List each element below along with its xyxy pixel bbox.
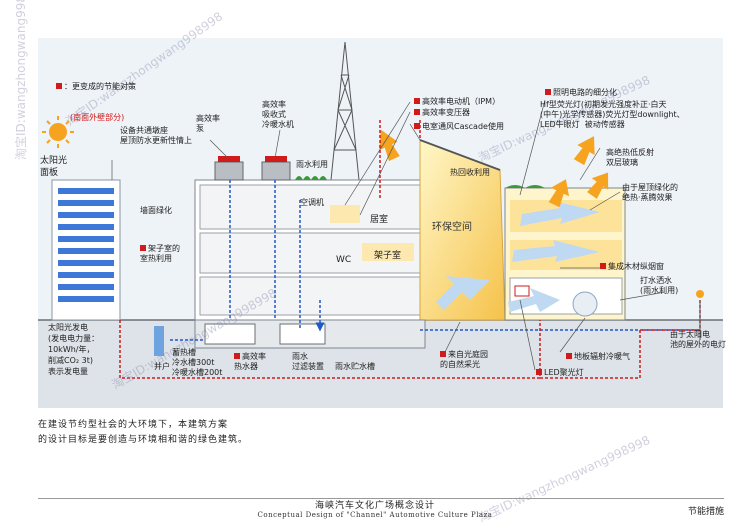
main-building — [194, 156, 426, 321]
sprinkle-label: 打水洒水 (雨水利用) — [640, 276, 679, 295]
solar-panel-label: 太阳光 面板 — [40, 156, 68, 178]
legend-marker — [414, 109, 420, 115]
storage-tank-label: 蓄热槽 冷水槽300t 冷暖水槽200t — [172, 348, 223, 377]
living-room-label: 居室 — [370, 215, 389, 225]
louver-label: 集成木材纵烟窗 — [600, 262, 664, 272]
legend-marker — [545, 89, 551, 95]
motor-label: 高效率电动机（IPM） — [414, 97, 500, 107]
legend-marker — [566, 353, 572, 359]
legend-marker — [440, 351, 446, 357]
legend-marker — [600, 263, 606, 269]
pump-label: 高效率 泵 — [196, 114, 220, 133]
solar-facade-tower — [51, 179, 121, 321]
floor-cooling-label: 地板辐射冷暖气 — [566, 352, 630, 362]
atrium-heat-label: 架子室的 室热利用 — [140, 244, 180, 263]
legend-marker — [414, 123, 420, 129]
legend-marker — [414, 98, 420, 104]
callout-lines — [111, 99, 666, 371]
basement — [154, 319, 426, 356]
watermark: 淘宝ID:wangzhongwang998998 — [14, 0, 28, 160]
glass-label: 高绝热低反射 双层玻璃 — [606, 148, 654, 167]
footer-divider — [38, 498, 724, 499]
footer-section-label: 节能措施 — [687, 507, 724, 517]
absorption-chiller-label: 高效率 吸收式 冷暖水机 — [262, 100, 294, 129]
eco-space-label: 环保空间 — [432, 222, 472, 233]
caption-line-1: 在建设节约型社会的大环境下，本建筑方案 — [38, 420, 229, 430]
water-heater-label: 高效率 热水器 — [234, 352, 266, 371]
south-wall-label: (南面外壁部分) — [70, 113, 125, 122]
footer-subtitle: Conceptual Design of "Channel" Automotiv… — [257, 511, 493, 519]
rain-filter-label: 雨水 过滤装置 — [292, 352, 324, 371]
legend: ：更变成的节能对策 — [56, 82, 136, 92]
roof-shared-label: 设备共通墩座 屋顶防水更新性情上 — [120, 126, 192, 145]
solar-street-light — [696, 290, 704, 340]
legend-marker — [140, 245, 146, 251]
legend-marker — [234, 353, 240, 359]
pv-generation-label: 太阳光发电 (发电电力量： 10kWh/年， 削减CO₂ 3t) 表示发电量 — [48, 323, 100, 376]
cascade-label: 电室通风Cascade使用 — [414, 122, 504, 132]
aircon-label: 空调机 — [300, 198, 324, 207]
lighting-detail-label: Hf型荧光灯(初期发光强度补正·白天 (中午)光学传感器)荧光灯型downlig… — [540, 100, 685, 129]
rain-tank-label: 雨水贮水槽 — [335, 362, 375, 371]
street-light-label: 由于太阳电 池的屋外的电灯 — [670, 330, 726, 349]
exhaust-heat-label: 热回收利用 — [450, 168, 490, 177]
sun-icon — [42, 116, 74, 148]
legend-marker — [56, 83, 62, 89]
roof-slope — [419, 139, 501, 171]
wall-green-label: 墙面绿化 — [140, 206, 172, 215]
footer-title: 海峡汽车文化广场概念设计 — [314, 501, 435, 511]
rain-use-label: 雨水利用 — [296, 160, 328, 169]
led-spot-label: LED聚光灯 — [536, 368, 584, 378]
solar-heat-arrows — [379, 129, 609, 208]
transformer-label: 高效率变压器 — [414, 108, 470, 118]
caption-line-2: 的设计目标是要创造与环境相和谐的绿色建筑。 — [38, 435, 249, 445]
legend-marker — [536, 369, 542, 375]
well-label: 井户 — [154, 362, 170, 371]
antenna-tower — [329, 41, 361, 191]
atrium-room-label: 架子室 — [374, 251, 402, 261]
caption: 在建设节约型社会的大环境下，本建筑方案 的设计目标是要创造与环境相和谐的绿色建筑… — [38, 418, 248, 448]
lighting-title-label: 照明电路的细分化 — [545, 88, 617, 98]
wc-label: WC — [336, 255, 352, 265]
courtyard-label: 来自光庭园 的自然采光 — [440, 350, 488, 369]
roof-green-label: 由于屋顶绿化的 绝热·蒸腾效果 — [622, 183, 678, 202]
